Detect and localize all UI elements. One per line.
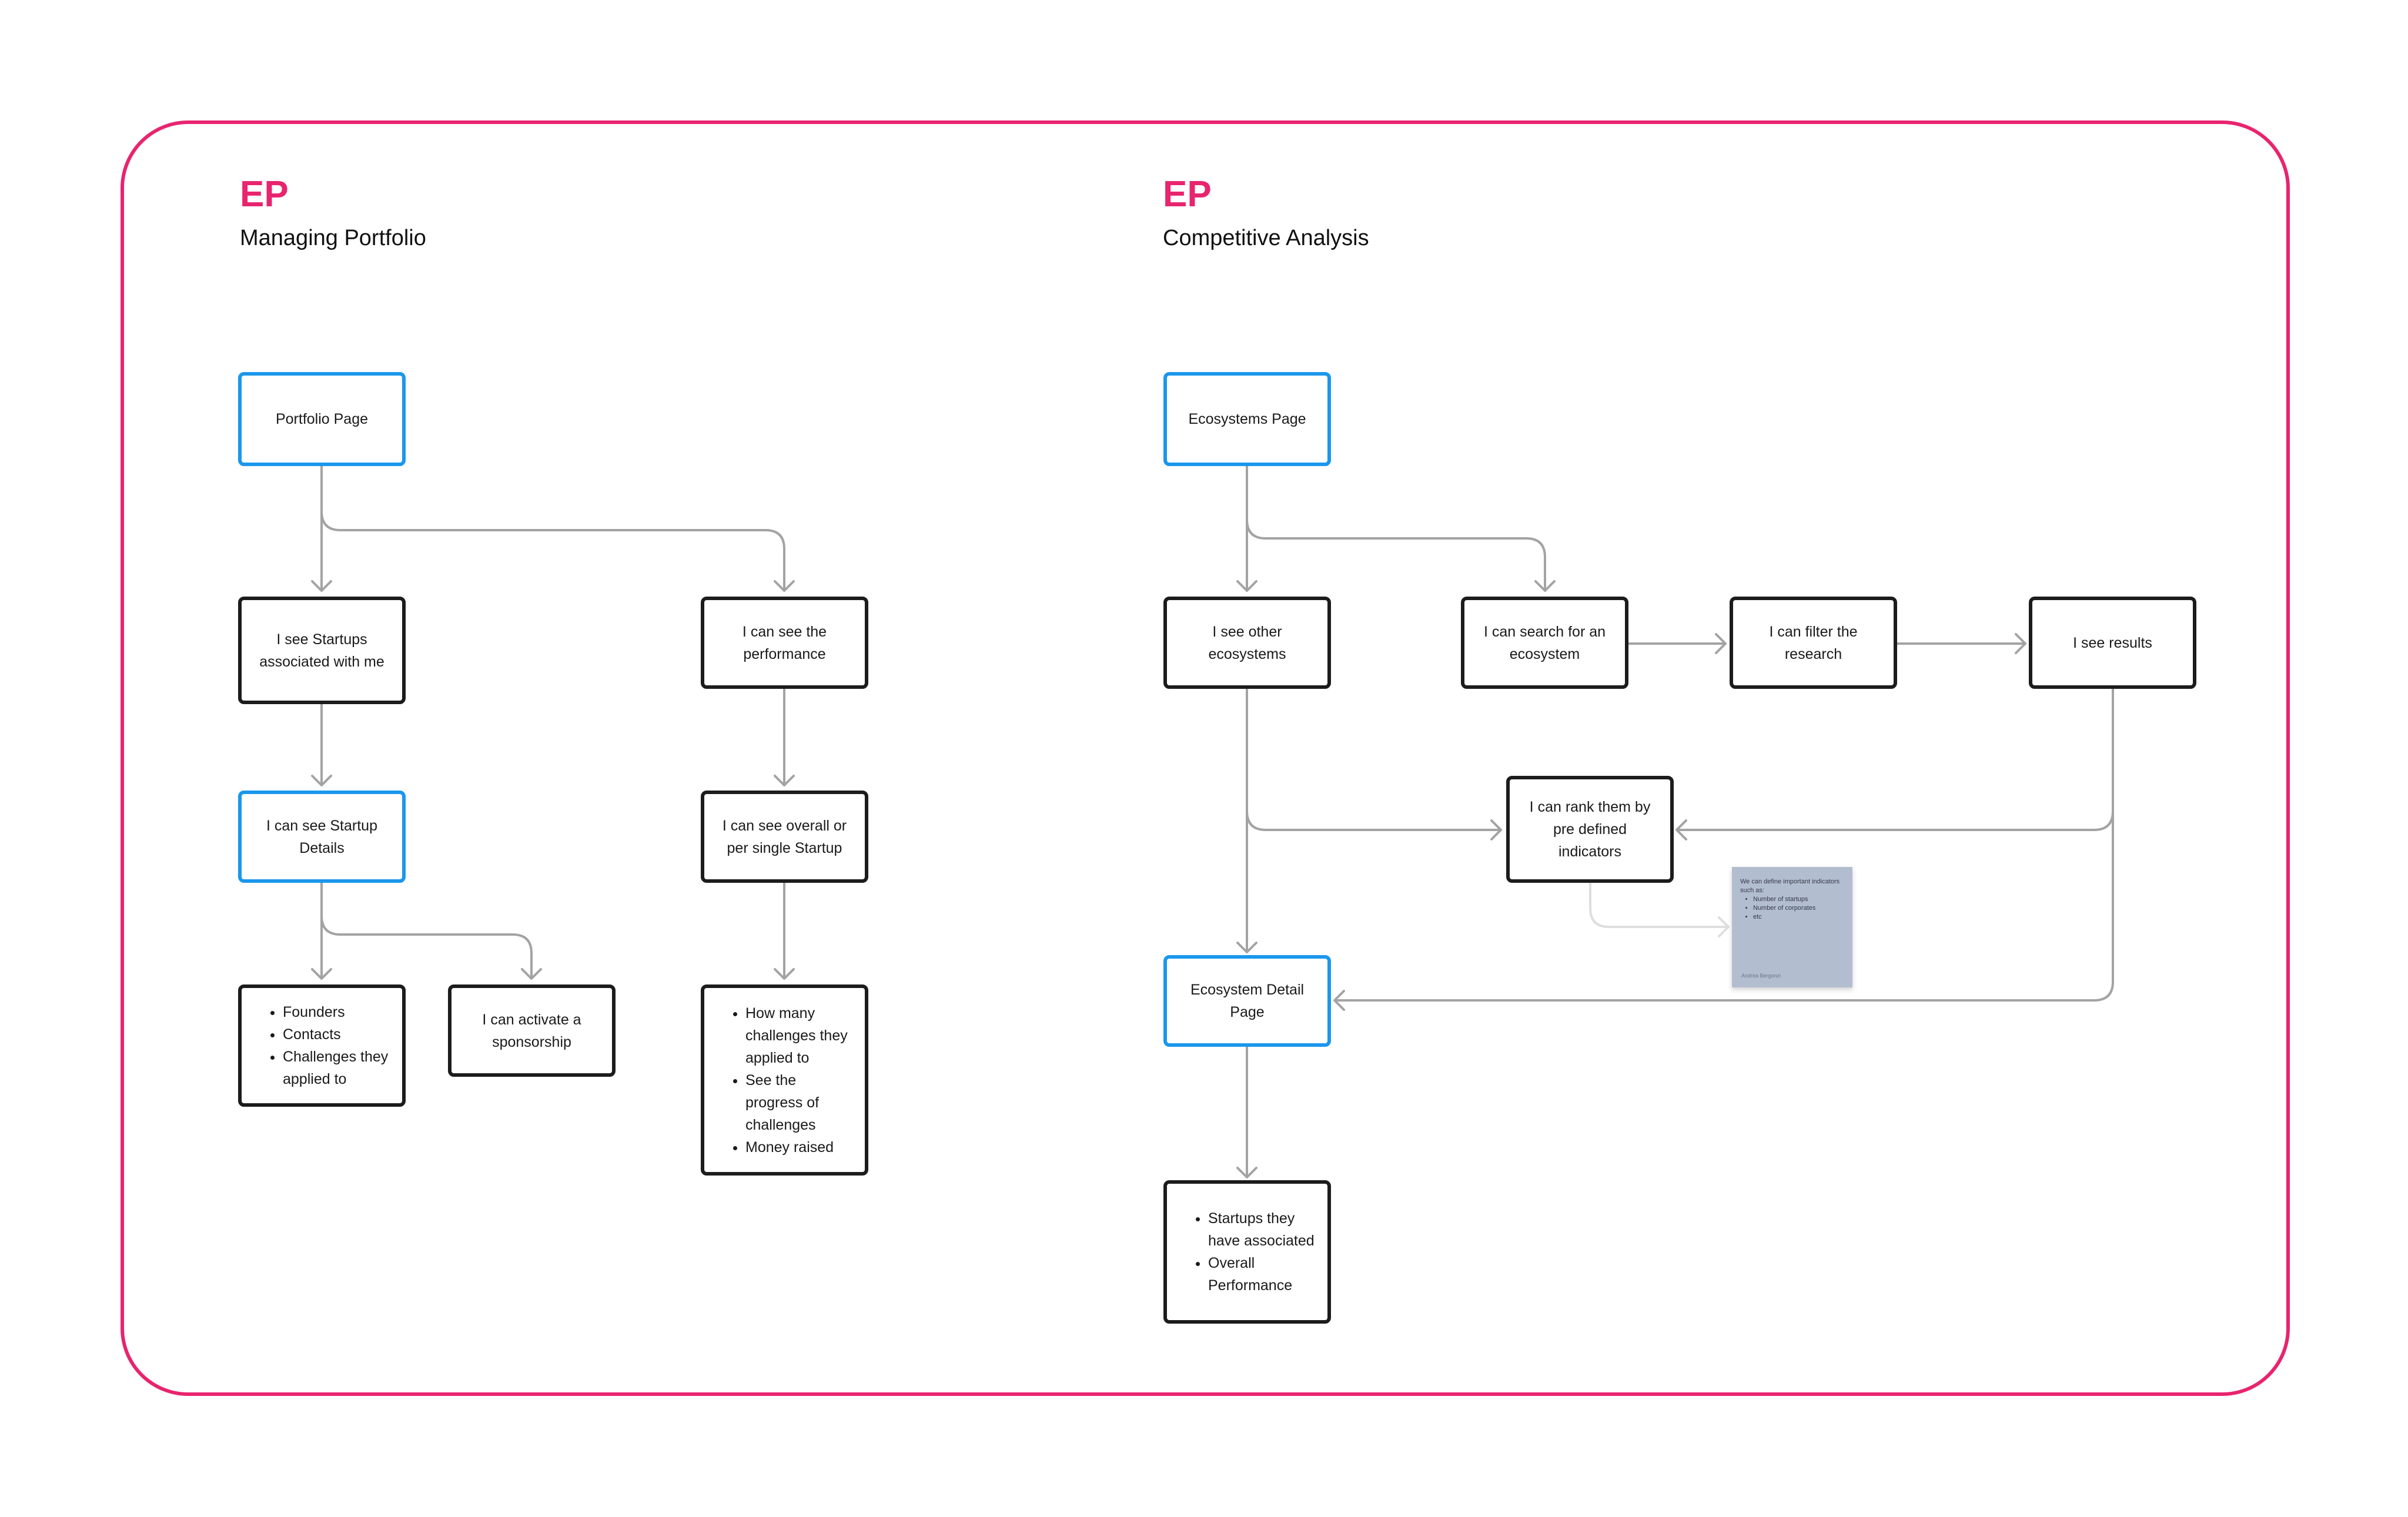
list-item: etc (1753, 913, 1844, 922)
node-rank-indicators-label: I can rank them by pre defined indicator… (1529, 799, 1651, 860)
node-startups-associated-label: I see Startups associated with me (259, 631, 384, 670)
node-search-ecosystem-label: I can search for an ecosystem (1483, 623, 1606, 662)
node-other-ecosystems[interactable]: I see other ecosystems (1163, 597, 1331, 689)
node-filter-research-label: I can filter the research (1769, 623, 1858, 662)
performance-list: How many challenges they applied to See … (717, 1002, 852, 1158)
node-other-ecosystems-label: I see other ecosystems (1208, 623, 1286, 662)
sticky-note[interactable]: We can define important indicators such … (1732, 867, 1852, 987)
list-item: Challenges they applied to (283, 1046, 389, 1090)
detail-list: Startups they have associated Overall Pe… (1180, 1207, 1315, 1297)
list-item: Startups they have associated (1208, 1207, 1315, 1252)
node-activate-sponsorship-label: I can activate a sponsorship (482, 1011, 581, 1050)
list-item: Founders (283, 1001, 389, 1023)
node-ecosystems-page-label: Ecosystems Page (1188, 411, 1306, 427)
node-startup-details[interactable]: I can see Startup Details (238, 791, 406, 883)
sticky-note-author: Andrea Bergonzi (1741, 973, 1781, 979)
node-performance-list[interactable]: How many challenges they applied to See … (701, 984, 868, 1176)
section-title-portfolio: Managing Portfolio (240, 226, 426, 250)
node-see-results-label: I see results (2073, 634, 2152, 651)
node-startups-associated[interactable]: I see Startups associated with me (238, 597, 406, 704)
sticky-note-text: We can define important indicators such … (1740, 878, 1840, 894)
section-code-portfolio: EP (240, 174, 289, 215)
node-overall-or-single-label: I can see overall or per single Startup (722, 817, 847, 856)
list-item: Contacts (283, 1023, 389, 1046)
section-title-competitive: Competitive Analysis (1163, 226, 1369, 250)
node-detail-list[interactable]: Startups they have associated Overall Pe… (1163, 1180, 1331, 1324)
node-see-performance-label: I can see the performance (742, 623, 827, 662)
list-item: See the progress of challenges (745, 1069, 852, 1136)
node-startup-details-label: I can see Startup Details (266, 817, 377, 856)
list-item: Money raised (745, 1136, 852, 1158)
node-portfolio-page-label: Portfolio Page (275, 411, 369, 427)
section-code-competitive: EP (1163, 174, 1212, 215)
list-item: Number of startups (1753, 895, 1844, 904)
list-item: Number of corporates (1753, 904, 1844, 913)
list-item: Overall Performance (1208, 1252, 1315, 1297)
node-ecosystems-page[interactable]: Ecosystems Page (1163, 372, 1331, 466)
node-ecosystem-detail[interactable]: Ecosystem Detail Page (1163, 955, 1331, 1047)
node-details-list[interactable]: Founders Contacts Challenges they applie… (238, 984, 406, 1107)
details-list: Founders Contacts Challenges they applie… (255, 1001, 389, 1090)
node-see-results[interactable]: I see results (2029, 597, 2196, 689)
node-see-performance[interactable]: I can see the performance (701, 597, 868, 689)
node-search-ecosystem[interactable]: I can search for an ecosystem (1461, 597, 1628, 689)
node-overall-or-single[interactable]: I can see overall or per single Startup (701, 791, 868, 883)
list-item: How many challenges they applied to (745, 1002, 852, 1069)
node-filter-research[interactable]: I can filter the research (1730, 597, 1897, 689)
board-frame (121, 120, 2290, 1396)
node-rank-indicators[interactable]: I can rank them by pre defined indicator… (1506, 776, 1674, 883)
node-activate-sponsorship[interactable]: I can activate a sponsorship (448, 984, 616, 1077)
node-portfolio-page[interactable]: Portfolio Page (238, 372, 406, 466)
node-ecosystem-detail-label: Ecosystem Detail Page (1190, 982, 1305, 1020)
sticky-note-list: Number of startups Number of corporates … (1740, 895, 1844, 922)
